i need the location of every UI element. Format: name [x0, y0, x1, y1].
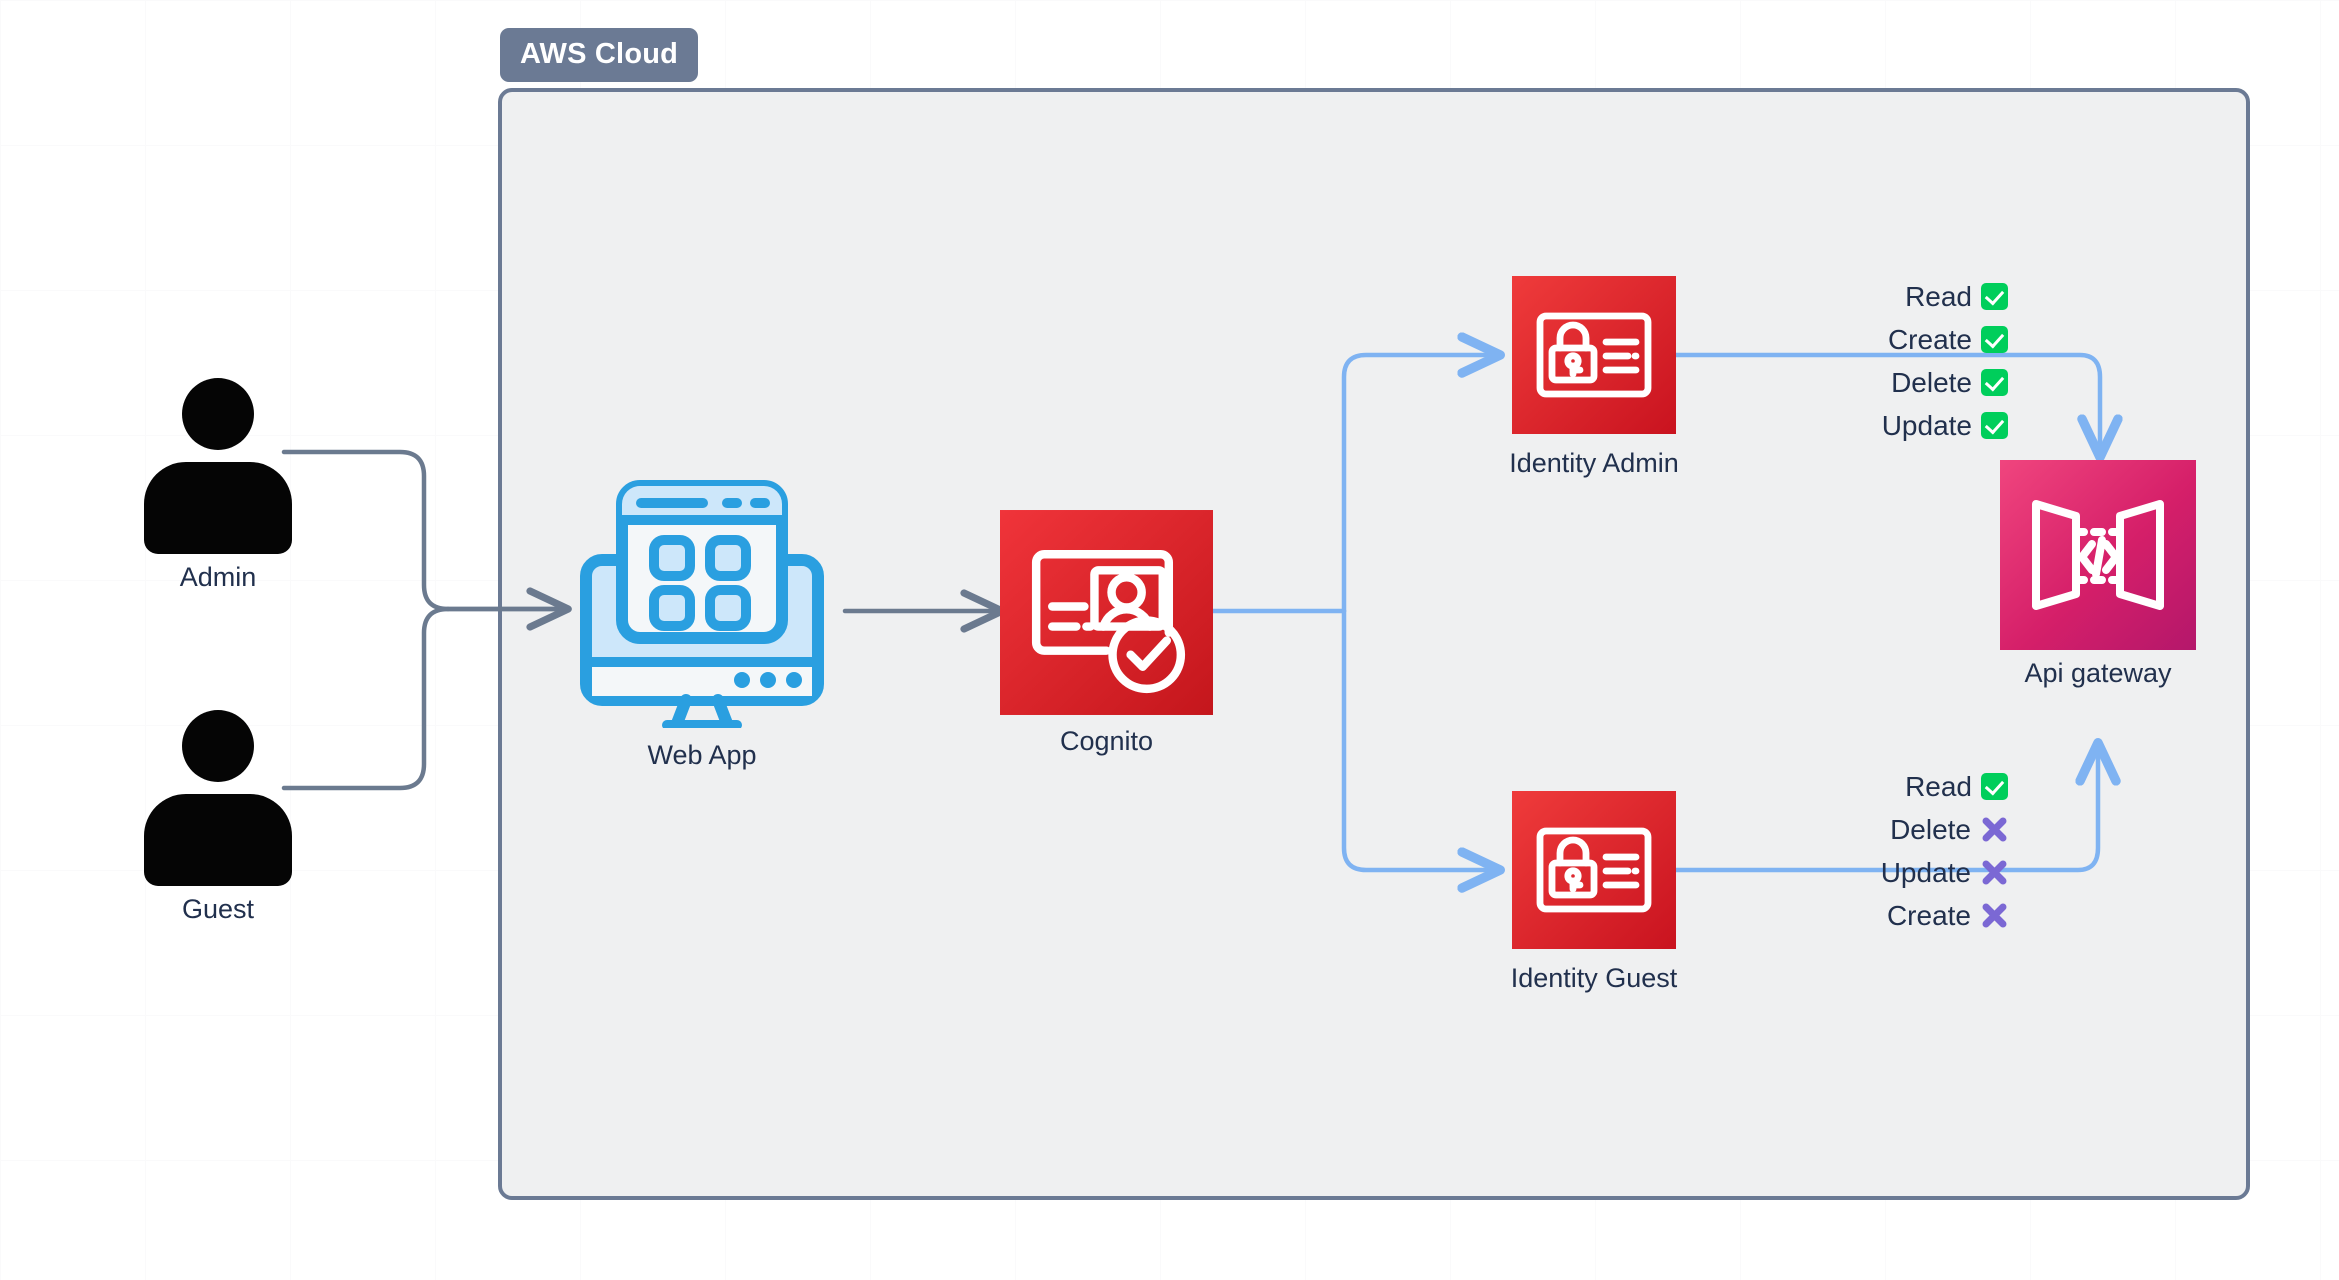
permission-label: Read [1905, 770, 1972, 802]
actor-guest-label: Guest [181, 894, 255, 924]
permission-label: Create [1887, 323, 1972, 355]
permission-row: Delete [1891, 361, 2008, 404]
node-identity-guest[interactable]: Identity Guest [1511, 791, 1677, 993]
permission-row: Read [1905, 275, 2008, 318]
permission-label: Create [1886, 899, 1971, 931]
node-identity-admin[interactable]: Identity Admin [1509, 276, 1679, 478]
person-body-icon [144, 462, 292, 554]
node-identity-guest-label: Identity Guest [1510, 963, 1678, 993]
web-app-monitor-icon [580, 480, 824, 728]
person-icon [182, 710, 254, 782]
permission-label: Delete [1891, 366, 1972, 398]
permission-row: Update [1882, 404, 2008, 447]
aws-api-gateway-icon [2000, 460, 2196, 650]
aws-cognito-icon [1000, 510, 1213, 715]
node-cognito-label: Cognito [1059, 726, 1154, 756]
deny-cross-icon [1980, 859, 2008, 887]
person-body-icon [144, 794, 292, 886]
permission-label: Read [1905, 280, 1972, 312]
actor-admin-label: Admin [179, 562, 257, 592]
deny-cross-icon [1980, 902, 2008, 930]
aws-cognito-identity-icon [1512, 791, 1676, 949]
aws-cloud-label: AWS Cloud [500, 28, 699, 82]
node-identity-admin-label: Identity Admin [1509, 448, 1679, 478]
actor-guest[interactable]: Guest [118, 710, 318, 924]
permission-label: Update [1881, 409, 1972, 441]
node-api-gateway-label: Api gateway [2024, 658, 2172, 688]
person-icon [182, 378, 254, 450]
allow-check-icon [1981, 773, 2008, 800]
allow-check-icon [1981, 283, 2008, 310]
allow-check-icon [1981, 412, 2008, 439]
node-web-app[interactable]: Web App [578, 478, 826, 770]
deny-cross-icon [1980, 816, 2008, 844]
allow-check-icon [1981, 326, 2008, 353]
permission-label: Delete [1890, 813, 1971, 845]
node-api-gateway[interactable]: Api gateway [2000, 460, 2196, 688]
node-web-app-label: Web App [647, 740, 757, 770]
allow-check-icon [1981, 369, 2008, 396]
permission-row: Delete [1890, 808, 2008, 851]
permission-label: Update [1880, 856, 1971, 888]
permission-row: Read [1905, 765, 2008, 808]
permissions-guest: Read Delete Update Create [1828, 765, 2008, 937]
node-cognito[interactable]: Cognito [1000, 510, 1213, 756]
permission-row: Update [1881, 851, 2008, 894]
actor-admin[interactable]: Admin [118, 378, 318, 592]
permission-row: Create [1887, 894, 2008, 937]
aws-cognito-identity-icon [1512, 276, 1676, 434]
permission-row: Create [1888, 318, 2008, 361]
permissions-admin: Read Create Delete Update [1828, 275, 2008, 447]
